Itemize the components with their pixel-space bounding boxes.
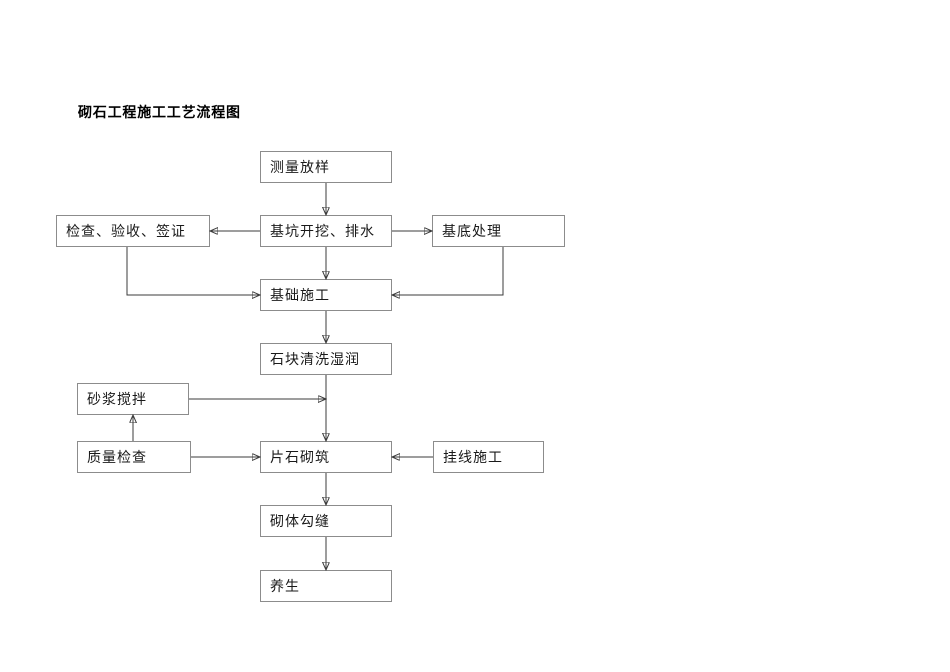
node-mortar-mixing: 砂浆搅拌 [77,383,189,415]
node-curing-label: 养生 [270,580,300,595]
node-excavation-label: 基坑开挖、排水 [270,225,375,240]
node-line-hanging-label: 挂线施工 [443,451,503,466]
node-inspection: 检查、验收、签证 [56,215,210,247]
node-measure-label: 测量放样 [270,161,330,176]
node-line-hanging: 挂线施工 [433,441,544,473]
node-base-treatment: 基底处理 [432,215,565,247]
node-quality-check: 质量检查 [77,441,191,473]
node-stone-cleaning-label: 石块清洗湿润 [270,353,360,368]
node-inspection-label: 检查、验收、签证 [66,225,186,240]
node-curing: 养生 [260,570,392,602]
node-foundation-label: 基础施工 [270,289,330,304]
node-measure: 测量放样 [260,151,392,183]
node-stone-masonry-label: 片石砌筑 [270,451,330,466]
node-quality-check-label: 质量检查 [87,451,147,466]
node-stone-masonry: 片石砌筑 [260,441,392,473]
edge-base-treatment-to-foundation [392,247,504,295]
node-excavation: 基坑开挖、排水 [260,215,392,247]
node-jointing: 砌体勾缝 [260,505,392,537]
node-base-treatment-label: 基底处理 [442,225,502,240]
node-stone-cleaning: 石块清洗湿润 [260,343,392,375]
edge-inspection-to-foundation [126,247,260,295]
node-mortar-mixing-label: 砂浆搅拌 [87,393,147,408]
node-foundation: 基础施工 [260,279,392,311]
diagram-title: 砌石工程施工工艺流程图 [78,106,241,121]
node-jointing-label: 砌体勾缝 [270,515,330,530]
